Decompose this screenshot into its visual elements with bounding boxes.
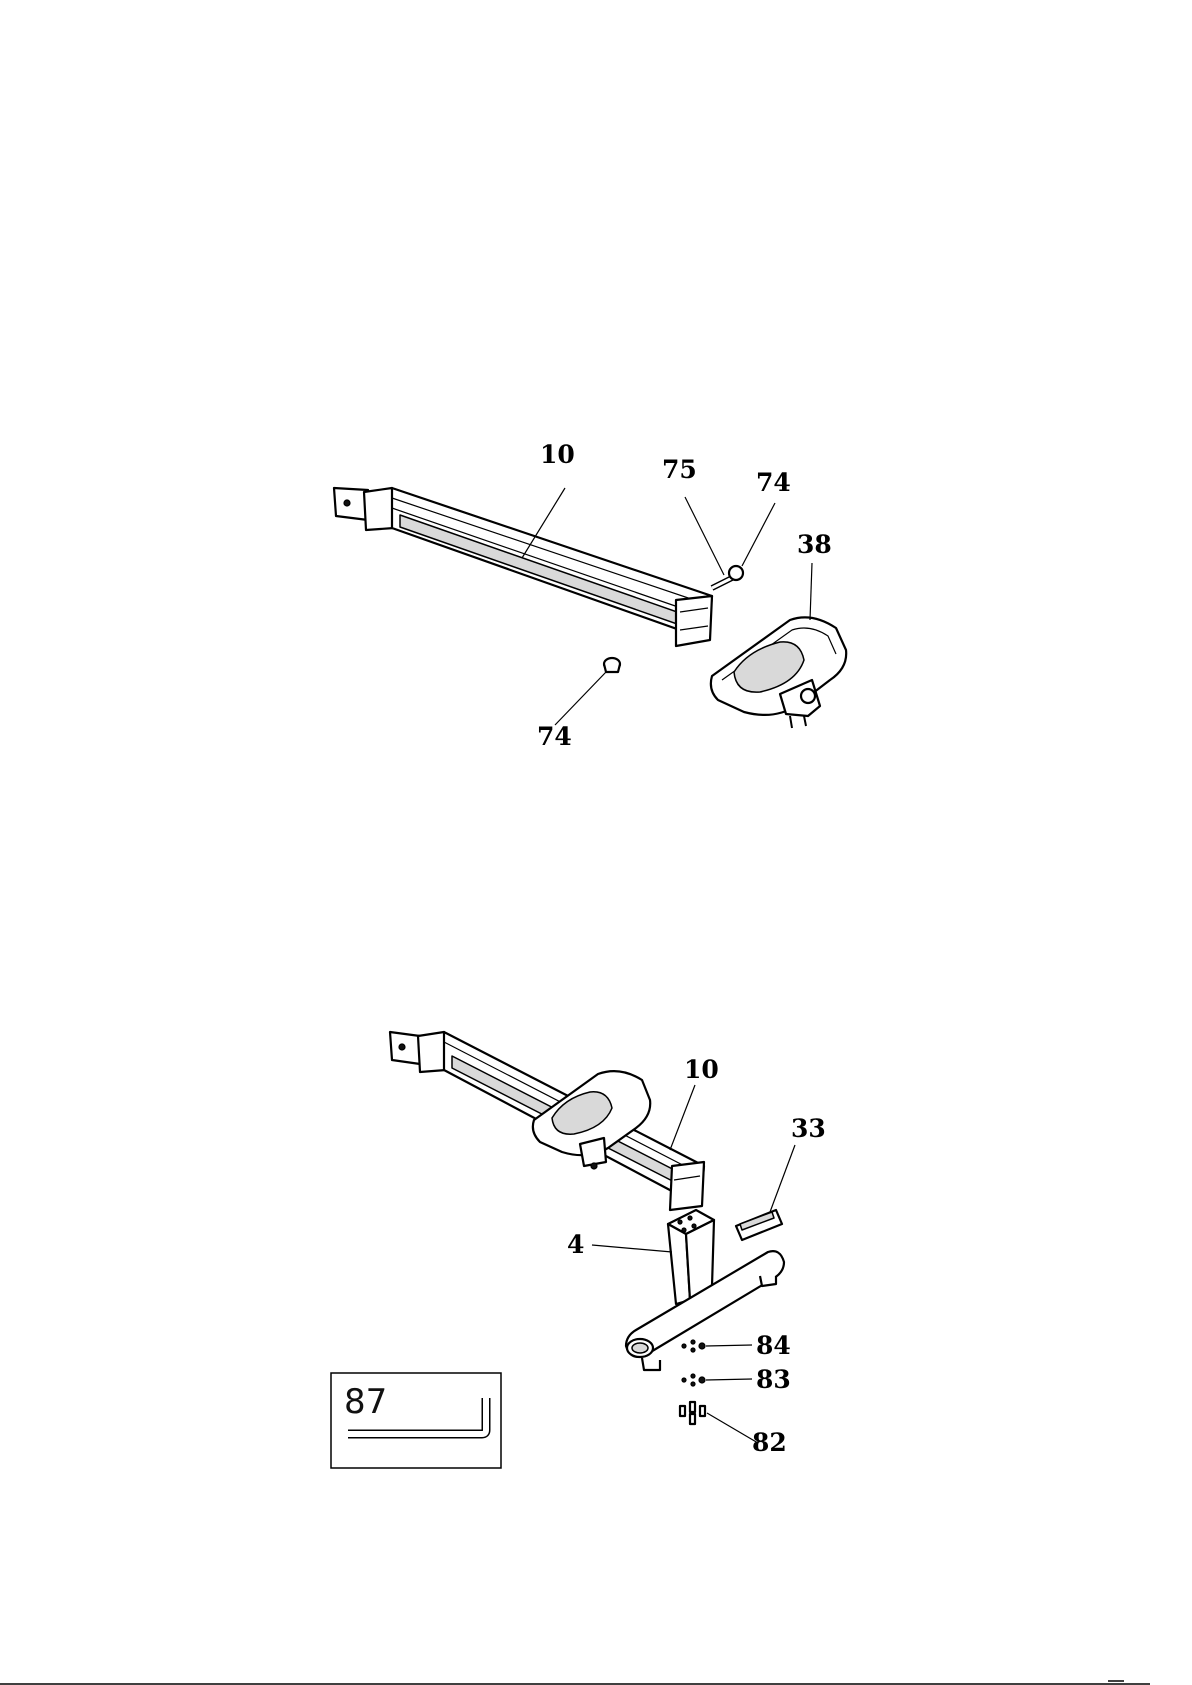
label-82: 82 [752, 1428, 787, 1457]
label-83: 83 [756, 1365, 791, 1394]
top-figure: 10 75 74 38 74 [334, 440, 846, 751]
bolt-part-82 [680, 1402, 705, 1424]
leader-84 [706, 1345, 752, 1346]
leader-38 [810, 563, 812, 620]
label-10-bottom: 10 [684, 1055, 719, 1084]
leader-10-bottom [670, 1085, 695, 1150]
label-75: 75 [662, 455, 697, 484]
rail-part-10-assembled [390, 1032, 704, 1210]
hardware-part-83 [682, 1374, 705, 1386]
label-87: 87 [344, 1382, 387, 1422]
leader-82 [707, 1413, 758, 1443]
tool-box-87: 87 [331, 1373, 501, 1468]
label-74-bottom: 74 [537, 722, 572, 751]
label-10-top: 10 [540, 440, 575, 469]
leader-33 [770, 1145, 795, 1212]
rail-part-10 [334, 488, 712, 646]
label-38: 38 [797, 530, 832, 559]
label-33: 33 [791, 1114, 826, 1143]
bottom-figure: 10 33 4 84 83 82 87 [331, 1032, 826, 1468]
end-cap-part-33 [736, 1210, 782, 1240]
leader-4 [592, 1245, 672, 1252]
washer-part-74-bottom [604, 658, 620, 672]
leader-75 [685, 497, 724, 575]
washer-part-74-top [729, 566, 743, 580]
label-84: 84 [756, 1331, 791, 1360]
hardware-part-84 [682, 1340, 705, 1352]
leader-74-top [742, 503, 775, 566]
leader-74-bottom [555, 672, 606, 725]
leader-83 [706, 1379, 752, 1380]
label-4: 4 [567, 1230, 584, 1259]
label-74-top: 74 [756, 468, 791, 497]
seat-part-38 [711, 617, 846, 728]
